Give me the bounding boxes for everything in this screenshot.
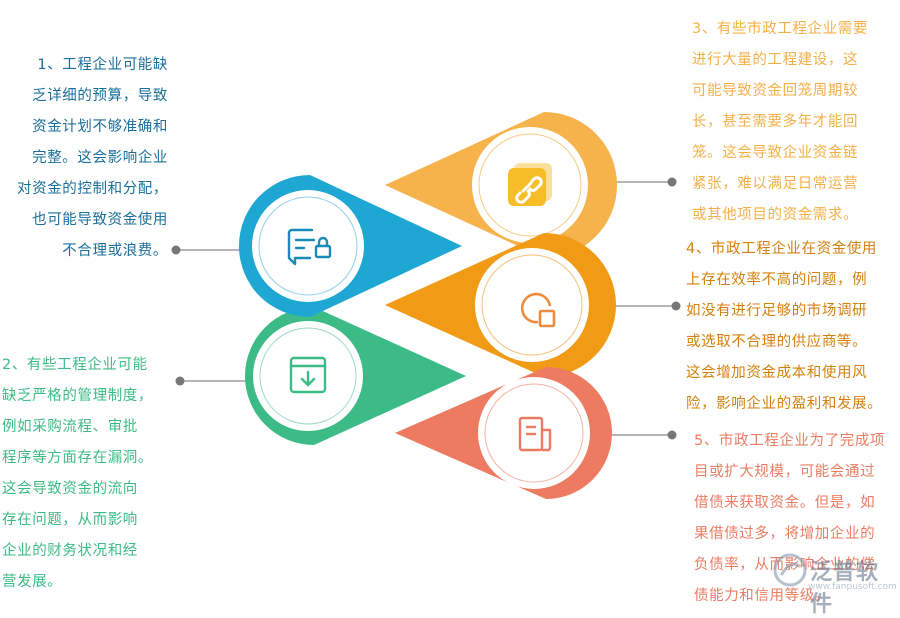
diagram-graphic bbox=[171, 112, 681, 499]
teardrop-2 bbox=[245, 307, 466, 445]
connector-1-dot bbox=[171, 245, 181, 255]
pie-chart-icon bbox=[520, 292, 556, 328]
connector-5-dot bbox=[667, 430, 677, 440]
connector-4-dot bbox=[671, 301, 681, 311]
watermark-logo-icon bbox=[773, 553, 807, 587]
connectors bbox=[171, 177, 681, 440]
item-5-text: 5、市政工程企业为了完成项 目或扩大规模，可能会通过 借债来获取资金。但是，如 … bbox=[694, 433, 886, 604]
teardrop-3 bbox=[385, 112, 618, 258]
chat-lock-icon bbox=[287, 228, 332, 266]
watermark: 泛普软件 www.fanpusoft.com bbox=[772, 548, 900, 617]
document-icon bbox=[518, 416, 552, 452]
teardrop-4 bbox=[385, 233, 616, 377]
teardrop-1 bbox=[238, 174, 462, 317]
connector-2-dot bbox=[175, 376, 185, 386]
item-1-text: 1、工程企业可能缺 乏详细的预算，导致 资金计划不够准确和 完整。这会影响企业 … bbox=[17, 57, 168, 259]
teardrop-5 bbox=[395, 367, 612, 499]
connector-3-dot bbox=[667, 177, 677, 187]
download-box-icon bbox=[289, 356, 327, 394]
item-3-text: 3、有些市政工程企业需要 进行大量的工程建设，这 可能导致资金回笼周期较 长，甚… bbox=[692, 21, 868, 223]
item-2-text: 2、有些工程企业可能 缺乏严格的管理制度， 例如采购流程、审批 程序等方面存在漏… bbox=[2, 357, 153, 590]
item-4-text: 4、市政工程企业在资金使用 上存在效率不高的问题，例 如没有进行足够的市场调研 … bbox=[686, 241, 883, 412]
watermark-url: www.fanpusoft.com bbox=[808, 582, 897, 592]
link-icon bbox=[508, 163, 552, 206]
